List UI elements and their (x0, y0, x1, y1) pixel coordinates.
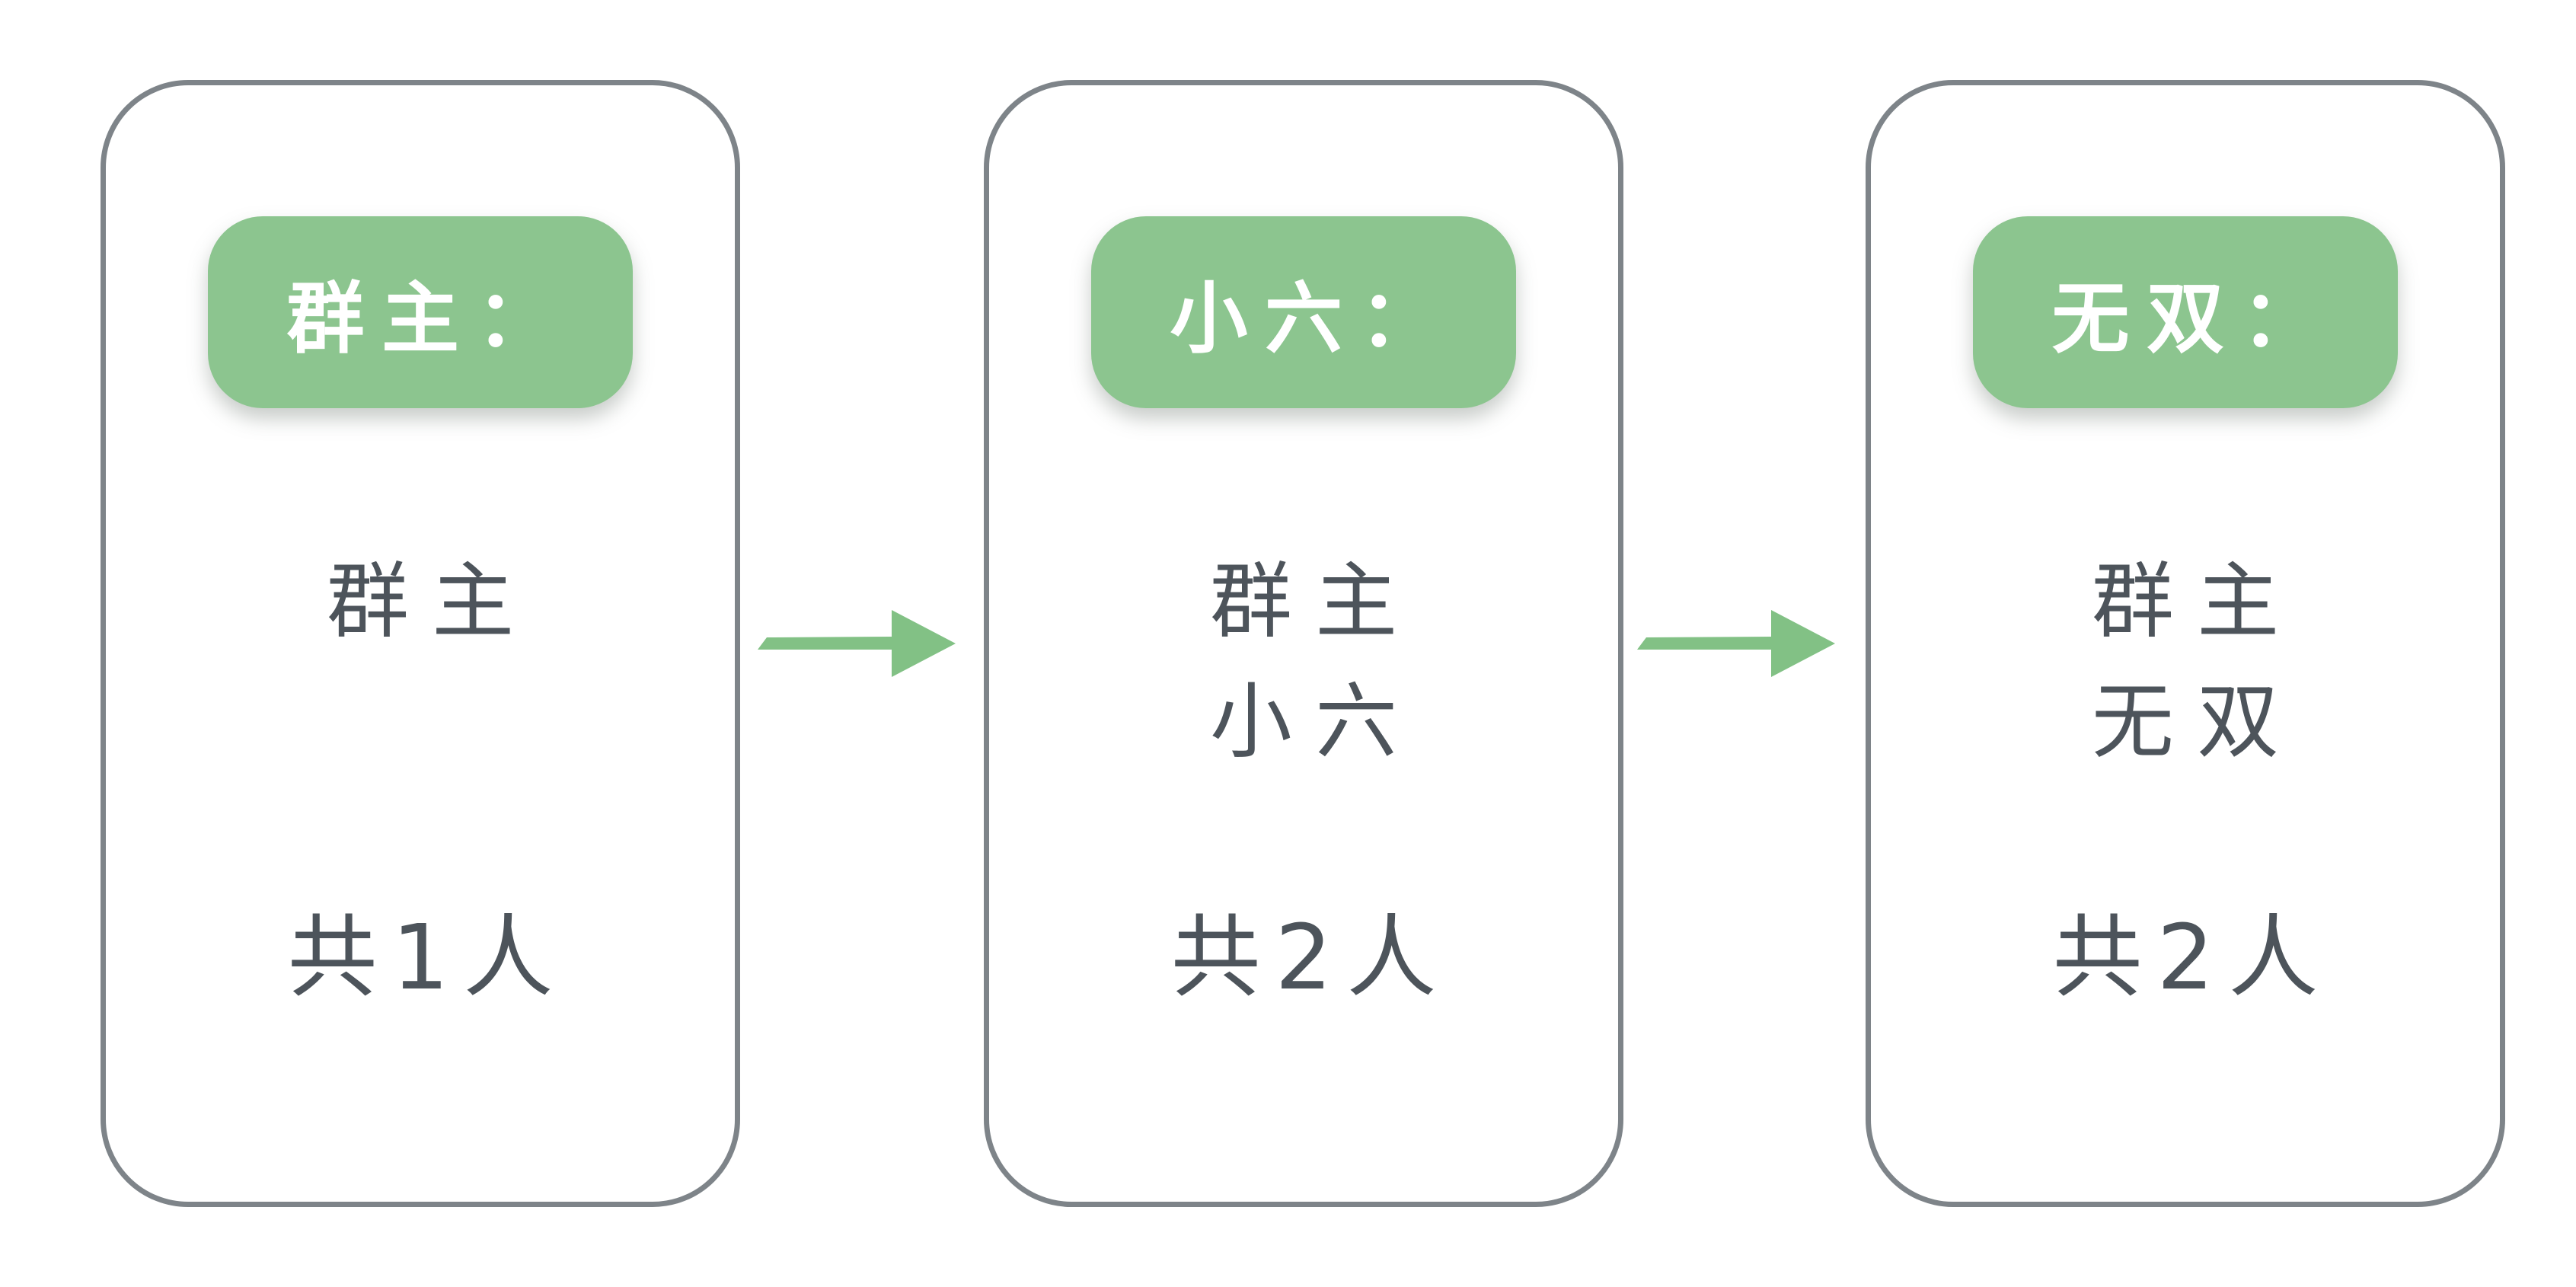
member-card-step-3: 无双： 群主 无双 共2人 (1866, 80, 2505, 1207)
arrow-right-icon (1637, 610, 1835, 677)
member-count: 共1人 (287, 905, 568, 1010)
member-list: 群主 小六 (989, 542, 1618, 783)
member-name: 群主 (326, 554, 538, 650)
badge-label: 无双： (2051, 273, 2336, 365)
member-card-step-1: 群主： 群主 共1人 (101, 80, 740, 1207)
member-count: 共2人 (1170, 905, 1451, 1010)
flow-arrow-2 (1637, 608, 1843, 679)
badge-label: 小六： (1170, 273, 1454, 365)
member-card-step-2: 小六： 群主 小六 共2人 (984, 80, 1623, 1207)
speaker-badge: 小六： (1091, 216, 1516, 408)
speaker-badge: 无双： (1973, 216, 2398, 408)
speaker-badge: 群主： (208, 216, 633, 408)
member-name: 群主 (1209, 554, 1421, 650)
member-name (129, 663, 735, 783)
member-list: 群主 无双 (1871, 542, 2500, 783)
flow-arrow-1 (758, 608, 963, 679)
badge-label: 群主： (286, 273, 571, 365)
arrow-right-icon (758, 610, 956, 677)
member-name: 无双 (2091, 675, 2303, 770)
member-count: 共2人 (2052, 905, 2333, 1010)
member-name: 小六 (1209, 675, 1421, 770)
member-list: 群主 (106, 542, 735, 783)
member-name: 群主 (2091, 554, 2303, 650)
